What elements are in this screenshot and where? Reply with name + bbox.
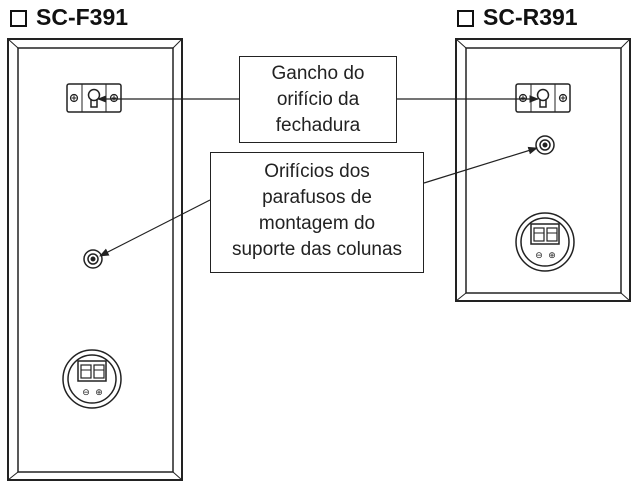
callout-line: suporte das colunas: [231, 239, 403, 260]
checkbox-icon: [10, 10, 27, 27]
rear-model-title: SC-R391: [457, 4, 578, 31]
callout-line: orifício da: [276, 89, 360, 110]
mounting-holes-callout: Orifícios dos parafusos de montagem do s…: [210, 152, 424, 273]
rear-speaker: [455, 38, 631, 302]
rear-keyhole-bracket: [515, 83, 571, 113]
callout-line: montagem do: [258, 213, 376, 234]
rear-speaker-terminal: [515, 212, 575, 272]
callout-line: fechadura: [275, 115, 361, 136]
front-keyhole-bracket: [66, 83, 122, 113]
checkbox-icon: [457, 10, 474, 27]
keyhole-hook-callout: Gancho do orifício da fechadura: [239, 56, 397, 143]
front-model-label: SC-F391: [36, 4, 129, 30]
front-mounting-hole: [83, 249, 103, 269]
rear-terminal-minus: ⊖: [535, 251, 543, 261]
front-model-title: SC-F391: [10, 4, 128, 31]
rear-terminal-plus: ⊕: [548, 251, 556, 261]
callout-line: parafusos de: [262, 187, 372, 208]
mount-leader-left: [99, 199, 211, 257]
front-terminal-minus: ⊖: [82, 388, 90, 398]
callout-line: Orifícios dos: [264, 161, 370, 182]
front-speaker-terminal: [62, 349, 122, 409]
rear-mounting-hole: [535, 135, 555, 155]
mount-leader-right: [423, 146, 538, 184]
rear-model-label: SC-R391: [483, 4, 578, 30]
callout-line: Gancho do: [271, 63, 365, 84]
front-terminal-plus: ⊕: [95, 388, 103, 398]
front-speaker: [7, 38, 183, 481]
